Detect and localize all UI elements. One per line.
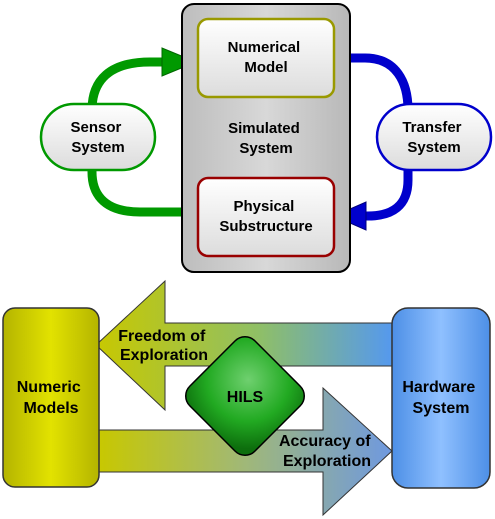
numerical-model-box xyxy=(196,17,336,99)
hils-diamond xyxy=(184,335,306,457)
bottom-section: Numeric Models Hardware System HILS Free… xyxy=(2,279,491,517)
hardware-system-label: Hardware System xyxy=(402,379,479,417)
accuracy-label: Accuracy of Exploration xyxy=(279,433,375,470)
transfer-system-label: Transfer System xyxy=(402,119,465,156)
simulated-system-label: Simulated System xyxy=(228,120,304,157)
numerical-model-label: Numerical Model xyxy=(228,39,305,76)
numeric-models-box xyxy=(2,307,100,488)
sensor-system-pill xyxy=(39,102,157,172)
freedom-label: Freedom of Exploration xyxy=(118,328,210,364)
transfer-system-pill xyxy=(375,102,493,172)
physical-substructure-box xyxy=(196,176,336,258)
top-section: Simulated System Numerical Model Physica… xyxy=(39,3,493,273)
sensor-system-label: Sensor System xyxy=(70,119,125,156)
sensor-arrowhead xyxy=(161,47,198,77)
numeric-models-label: Numeric Models xyxy=(17,379,85,417)
hardware-system-box xyxy=(391,307,491,489)
hils-label: HILS xyxy=(227,389,264,406)
physical-substructure-label: Physical Substructure xyxy=(219,198,312,235)
